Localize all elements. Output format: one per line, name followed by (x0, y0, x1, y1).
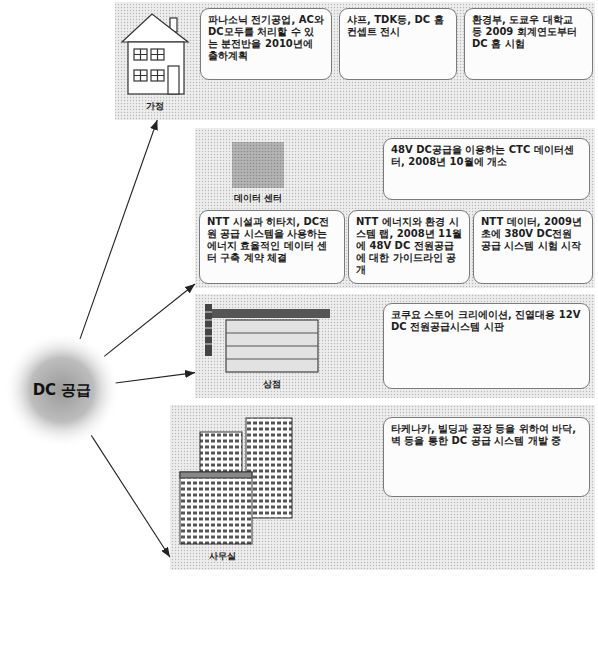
info-box: NTT 데이터, 2009년 초에 380V DC전원 공급 시스템 시험 시작 (473, 210, 593, 284)
circle-fill (4, 332, 120, 448)
shelf-cabinet (226, 320, 318, 372)
shelf-lines (226, 333, 318, 359)
sector-panel: 가정 파나소닉 전기공업, AC와 DC모두를 처리할 수 있는 분전반을 201… (115, 2, 595, 120)
node-text: NTT 에너지와 환경 시스템 랩, 2008년 11월에 48V DC 전원공… (356, 216, 462, 276)
house-wall (128, 42, 184, 94)
info-box: 환경부, 도쿄우 대학교 등 2009 회계연도부터 DC 홈 시험 (464, 8, 593, 80)
window-bars (134, 49, 164, 81)
source-circle: DC 공급 (4, 332, 120, 448)
arrow-connector (91, 435, 170, 557)
office-buildings-icon (180, 418, 292, 544)
store-shelf-icon (205, 304, 330, 372)
house-icon (122, 14, 188, 94)
sector-caption: 가정 (146, 100, 164, 113)
node-text: 타케나카, 빌딩과 공장 등을 위하여 바닥, 벽 등을 통한 DC 공급 시스… (391, 423, 582, 447)
panel-ground (170, 405, 595, 570)
arrow-connector (80, 120, 157, 339)
sector-panel: 데이터 센터 48V DC공급을 이용하는 CTC 데이터센터, 2008년 10… (195, 128, 595, 288)
sector-caption: 데이터 센터 (234, 192, 282, 205)
node-text: 코쿠요 스토어 크리에이션, 진열대용 12V DC 전원공급시스템 시판 (391, 309, 582, 333)
sector-caption: 사무실 (209, 550, 236, 563)
house-roof (122, 14, 188, 42)
info-box: 샤프, TDK등, DC 홈 컨셉트 전시 (339, 8, 457, 80)
info-box: 파나소닉 전기공업, AC와 DC모두를 처리할 수 있는 분전반을 2010년… (200, 8, 332, 80)
sector-caption: 상점 (263, 378, 281, 391)
panel-ground (195, 294, 595, 398)
panel-ground (115, 2, 595, 120)
node-text: 환경부, 도쿄우 대학교 등 2009 회계연도부터 DC 홈 시험 (472, 14, 585, 50)
building (180, 472, 252, 544)
info-box: NTT 에너지와 환경 시스템 랩, 2008년 11월에 48V DC 전원공… (348, 210, 470, 284)
node-text: 샤프, TDK등, DC 홈 컨셉트 전시 (347, 14, 449, 38)
house-door (168, 66, 179, 94)
node-text: NTT 시설과 히타치, DC전원 공급 시스템을 사용하는 에너지 효율적인 … (207, 216, 337, 264)
node-text: 48V DC공급을 이용하는 CTC 데이터센터, 2008년 10월에 개소 (391, 144, 582, 168)
arrow-connector (104, 284, 195, 356)
pole-ticks (205, 312, 212, 344)
node-text: NTT 데이터, 2009년 초에 380V DC전원 공급 시스템 시험 시작 (481, 216, 585, 252)
building-roof (180, 472, 252, 478)
panel-ground (195, 128, 595, 288)
node-text: 파나소닉 전기공업, AC와 DC모두를 처리할 수 있는 분전반을 2010년… (208, 14, 324, 62)
node-text: DC 공급 (33, 381, 92, 400)
shelf-beam (212, 309, 330, 318)
sector-panel: 사무실 타케나카, 빌딩과 공장 등을 위하여 바닥, 벽 등을 통한 DC 공급… (170, 405, 595, 570)
info-box: NTT 시설과 히타치, DC전원 공급 시스템을 사용하는 에너지 효율적인 … (199, 210, 345, 284)
datacenter-image (232, 142, 284, 188)
building (246, 418, 292, 518)
panel-grounds (115, 2, 595, 570)
sector-panel: 상점 코쿠요 스토어 크리에이션, 진열대용 12V DC 전원공급시스템 시판 (195, 294, 595, 398)
arrow-connector (116, 373, 195, 383)
info-box: 타케나카, 빌딩과 공장 등을 위하여 바닥, 벽 등을 통한 DC 공급 시스… (383, 417, 590, 497)
shelf-pole (205, 304, 212, 356)
info-box: 코쿠요 스토어 크리에이션, 진열대용 12V DC 전원공급시스템 시판 (383, 303, 590, 389)
info-box: 48V DC공급을 이용하는 CTC 데이터센터, 2008년 10월에 개소 (383, 138, 590, 200)
